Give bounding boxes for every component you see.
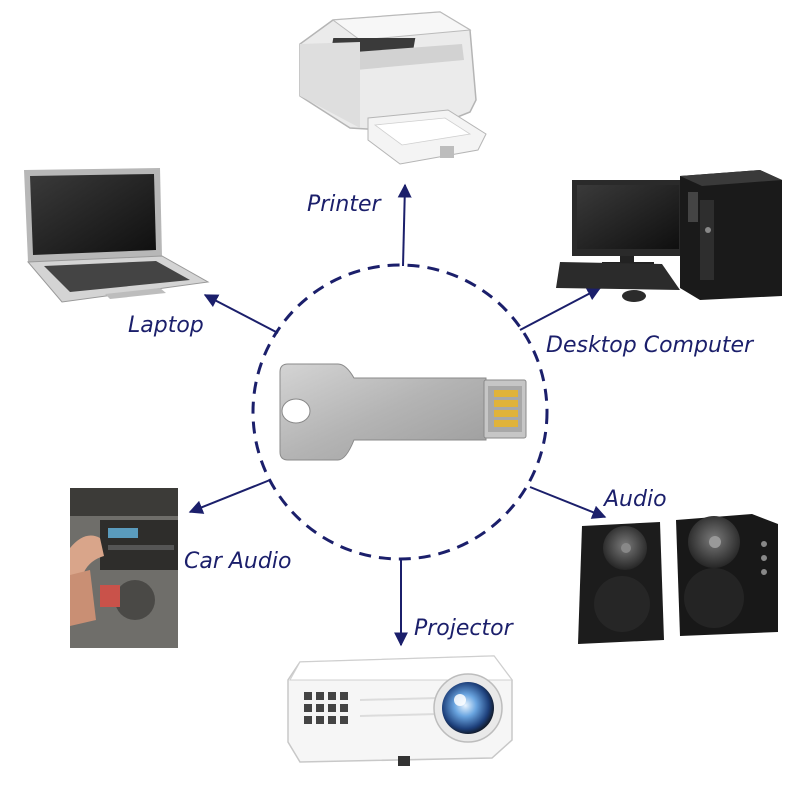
arrow-printer bbox=[403, 185, 405, 266]
label-projector: Projector bbox=[414, 616, 515, 641]
label-car-audio: Car Audio bbox=[184, 549, 291, 574]
projector-icon bbox=[288, 656, 512, 766]
label-printer: Printer bbox=[307, 192, 383, 217]
car-audio-icon bbox=[70, 488, 178, 648]
printer-icon bbox=[300, 12, 486, 164]
arrow-laptop bbox=[205, 295, 278, 333]
arrow-desktop bbox=[520, 288, 600, 330]
usb-key-icon bbox=[280, 364, 526, 460]
laptop-icon bbox=[24, 168, 208, 302]
arrow-car-audio bbox=[190, 480, 270, 512]
label-desktop-computer: Desktop Computer bbox=[546, 333, 755, 358]
speakers-icon bbox=[578, 514, 778, 644]
label-audio: Audio bbox=[602, 487, 667, 512]
label-laptop: Laptop bbox=[128, 313, 204, 338]
desktop-computer-icon bbox=[556, 170, 782, 302]
arrow-audio bbox=[530, 487, 605, 517]
